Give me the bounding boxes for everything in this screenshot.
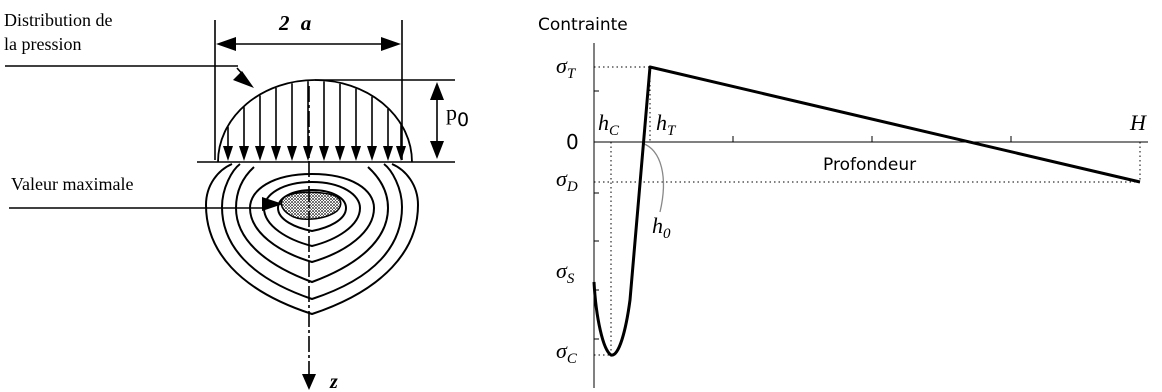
pressure-arrow-head [239, 146, 249, 161]
p0-label-main: p [446, 100, 457, 125]
pressure-arrow-head [396, 146, 406, 161]
p0-label-sub: 0 [457, 109, 469, 131]
contact-pressure-diagram: Distribution de la pression 2 a [4, 10, 469, 392]
maximum-stress-region [280, 191, 342, 220]
hT-sub: T [667, 123, 677, 139]
dimension-arrow-left [216, 37, 236, 51]
x-axis-title: Profondeur [823, 155, 916, 175]
sigma-T-label: σT [556, 53, 577, 82]
hC-label: hC [598, 110, 620, 139]
hC-sub: C [609, 123, 620, 139]
y-axis-title: Contrainte [538, 15, 628, 35]
pressure-arrow-head [287, 146, 297, 161]
stress-contours [204, 163, 420, 316]
distribution-label-line1: Distribution de [4, 10, 113, 30]
pressure-arrow-head [271, 146, 281, 161]
p0-arrow-down [430, 141, 444, 159]
width-dimension: 2 a [214, 11, 403, 160]
pressure-arrow-head [383, 146, 393, 161]
sigma-C-label: σC [556, 338, 578, 367]
pressure-arrow-head [303, 146, 313, 161]
pressure-arrows [223, 81, 406, 161]
guide-lines [594, 66, 1141, 356]
pressure-distribution-curve [217, 79, 413, 163]
h0-leader [641, 142, 665, 213]
sigma-C-sub: C [567, 351, 578, 367]
stress-profile-curve [592, 65, 1141, 357]
sigma-D-sym: σ [556, 166, 568, 191]
pressure-arrow-head [319, 146, 329, 161]
distribution-label-line2: la pression [4, 34, 81, 54]
pressure-dimension: p0 [315, 79, 469, 159]
sigma-D-sub: D [566, 179, 578, 195]
z-axis-label: z [329, 371, 338, 392]
pressure-arrow-head [223, 146, 233, 161]
p0-arrow-up [430, 82, 444, 100]
axis-ticks [594, 90, 1012, 340]
sigma-S-label: σS [556, 258, 575, 287]
hT-sym: h [656, 110, 667, 135]
max-value-pointer [9, 197, 283, 211]
width-label-number: 2 [278, 11, 290, 35]
hT-label: hT [656, 110, 677, 139]
h0-sym: h [652, 213, 663, 238]
sigma-T-sub: T [567, 66, 577, 82]
pressure-arrow-head [335, 146, 345, 161]
sigma-S-sub: S [567, 271, 575, 287]
hC-sym: h [598, 110, 609, 135]
sigma-S-sym: σ [556, 258, 568, 283]
dimension-arrow-right [381, 37, 401, 51]
sigma-T-sym: σ [556, 53, 568, 78]
z-axis: z [302, 86, 338, 392]
pressure-arrow-head [255, 146, 265, 161]
h0-sub: 0 [663, 226, 671, 242]
max-value-label: Valeur maximale [11, 174, 133, 194]
distribution-pointer [5, 65, 254, 88]
width-label: 2 a [278, 11, 311, 35]
zero-label: 0 [566, 130, 579, 154]
z-axis-arrow [302, 374, 316, 390]
width-label-variable: a [301, 11, 312, 35]
h0-label: h0 [652, 213, 671, 242]
p0-label: p0 [446, 100, 469, 131]
pressure-arrow-head [351, 146, 361, 161]
pressure-arrow-head [367, 146, 377, 161]
sigma-C-sym: σ [556, 338, 568, 363]
H-label: H [1129, 110, 1147, 135]
stress-depth-graph: Contrainte 0 [538, 15, 1148, 388]
sigma-D-label: σD [556, 166, 578, 195]
